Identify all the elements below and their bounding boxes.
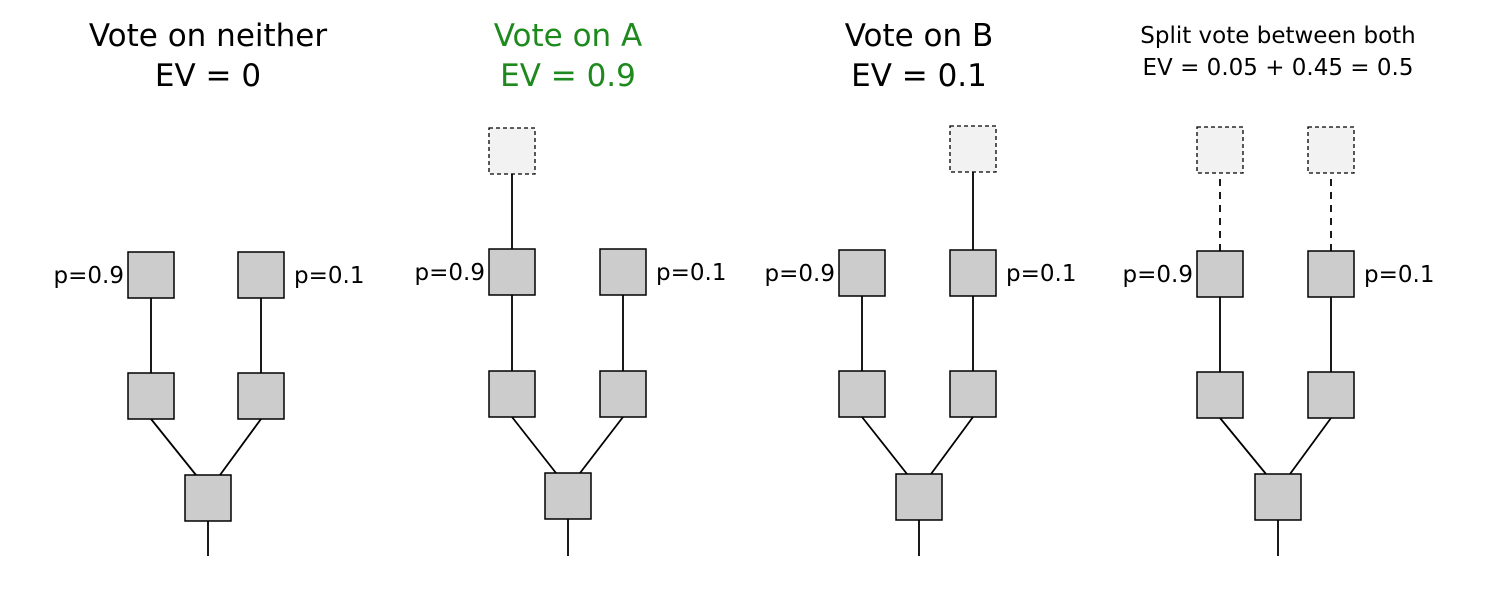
base-node	[184, 474, 232, 522]
branch-edge-right	[219, 418, 262, 476]
top-node-right	[599, 248, 647, 296]
mid-node-left	[488, 370, 536, 418]
ghost-node-left	[488, 127, 536, 175]
panel-ev: EV = 0.1	[851, 58, 987, 94]
branch-edge-left	[1219, 417, 1267, 475]
branch-edge-right	[579, 416, 624, 474]
top-node-left	[1196, 250, 1244, 298]
panel-ev: EV = 0	[154, 58, 262, 94]
ghost-node-right	[949, 125, 997, 173]
top-node-right	[237, 251, 285, 299]
panel-title: Vote on neither	[88, 18, 328, 54]
ghost-node-right	[1307, 126, 1355, 174]
mid-node-right	[1307, 371, 1355, 419]
panel-4: p=0.9 p=0.1	[1123, 126, 1434, 556]
probability-label-left: p=0.9	[1123, 262, 1193, 288]
probability-label-left: p=0.9	[415, 260, 485, 286]
panel-2: p=0.9 p=0.1	[415, 127, 726, 556]
base-node	[1254, 473, 1302, 521]
probability-label-right: p=0.1	[1364, 262, 1434, 288]
top-node-left	[838, 249, 886, 297]
panel-title: Vote on B	[844, 18, 994, 54]
top-node-left	[127, 251, 175, 299]
branch-edge-right	[1289, 417, 1332, 475]
branch-edge-left	[150, 418, 197, 476]
probability-label-right: p=0.1	[656, 260, 726, 286]
branch-edge-right	[930, 416, 974, 475]
mid-node-left	[1196, 371, 1244, 419]
ghost-node-left	[1196, 126, 1244, 174]
branch-edge-left	[861, 416, 908, 475]
mid-node-right	[949, 370, 997, 418]
branch-edge-left	[511, 416, 557, 474]
panel-1: p=0.9 p=0.1	[54, 251, 364, 556]
mid-node-left	[838, 370, 886, 418]
probability-label-left: p=0.9	[765, 261, 835, 287]
panel-ev: EV = 0.9	[500, 58, 636, 94]
top-node-left	[488, 248, 536, 296]
base-node	[544, 472, 592, 520]
base-node	[895, 473, 943, 521]
panel-title: Split vote between both	[1140, 23, 1416, 49]
panel-3: p=0.9 p=0.1	[765, 125, 1076, 556]
top-node-right	[949, 249, 997, 297]
mid-node-right	[237, 372, 285, 420]
probability-label-right: p=0.1	[294, 263, 364, 289]
probability-label-left: p=0.9	[54, 263, 124, 289]
top-node-right	[1307, 250, 1355, 298]
mid-node-left	[127, 372, 175, 420]
probability-label-right: p=0.1	[1006, 261, 1076, 287]
mid-node-right	[599, 370, 647, 418]
panel-ev: EV = 0.05 + 0.45 = 0.5	[1142, 55, 1414, 81]
panel-title: Vote on A	[493, 18, 643, 54]
